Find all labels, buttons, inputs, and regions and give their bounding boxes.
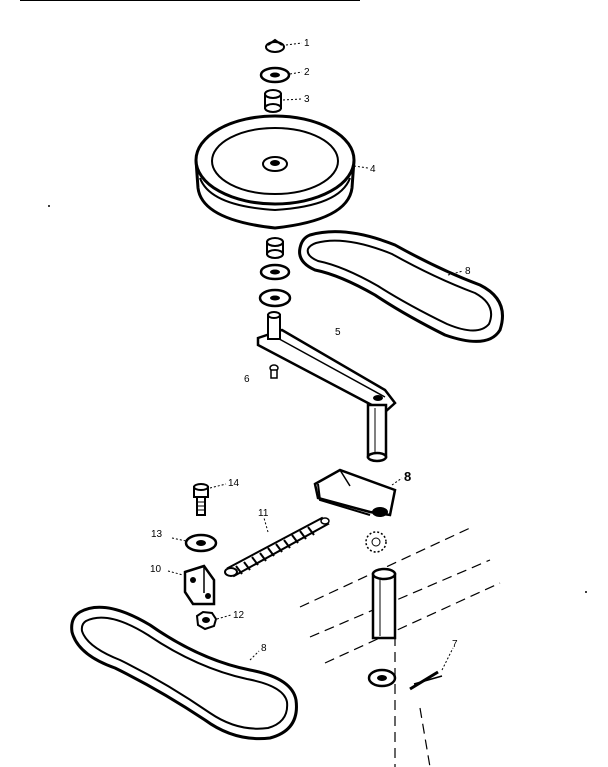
callout-8c: 8 bbox=[261, 643, 267, 654]
callout-1: 1 bbox=[304, 38, 310, 49]
part-12-nut bbox=[195, 610, 218, 631]
leader-13 bbox=[171, 537, 187, 542]
callout-14: 14 bbox=[228, 478, 240, 489]
star-washer bbox=[365, 531, 387, 553]
callout-10: 10 bbox=[150, 564, 162, 575]
part-3-bushing bbox=[264, 89, 282, 113]
leader-8b bbox=[391, 477, 403, 486]
leader-7 bbox=[441, 647, 454, 671]
callout-6: 6 bbox=[244, 374, 250, 385]
callout-8b: 8 bbox=[404, 469, 411, 484]
part-5-arm bbox=[256, 311, 397, 463]
leader-3 bbox=[282, 98, 303, 101]
part-8-bracket bbox=[313, 468, 397, 517]
leader-4 bbox=[353, 165, 369, 169]
callout-4: 4 bbox=[370, 164, 376, 175]
callout-5: 5 bbox=[335, 327, 341, 338]
leader-2 bbox=[289, 71, 303, 75]
leader-14 bbox=[209, 483, 227, 489]
lower-washer-upper bbox=[259, 263, 291, 281]
leader-11 bbox=[263, 517, 269, 533]
part-4-pulley bbox=[194, 114, 356, 230]
part-8-belt-upper bbox=[298, 230, 504, 343]
machine-frame-phantom bbox=[299, 527, 501, 767]
leader-12 bbox=[216, 614, 232, 620]
bottom-washer bbox=[367, 668, 397, 688]
part-6-set-screw bbox=[269, 364, 279, 379]
callout-7: 7 bbox=[452, 639, 458, 650]
callout-11: 11 bbox=[258, 508, 269, 519]
stray-dot bbox=[585, 591, 587, 593]
leader-8a bbox=[447, 270, 464, 276]
callout-2: 2 bbox=[304, 67, 310, 78]
callout-3: 3 bbox=[304, 94, 310, 105]
lower-bushing bbox=[266, 237, 284, 259]
callout-12: 12 bbox=[233, 610, 245, 621]
part-8-belt-lower bbox=[70, 605, 298, 741]
part-11-threaded-rod bbox=[224, 516, 330, 578]
part-1-retaining-ring bbox=[265, 38, 285, 53]
part-7-cotter-pin bbox=[409, 670, 443, 691]
part-13-washer bbox=[184, 533, 218, 553]
part-14-bolt bbox=[193, 483, 209, 516]
stray-dot bbox=[48, 205, 50, 207]
pivot-post bbox=[371, 567, 397, 640]
callout-13: 13 bbox=[151, 529, 163, 540]
leader-10 bbox=[167, 570, 184, 576]
leader-8c bbox=[249, 650, 260, 661]
callout-8a: 8 bbox=[465, 266, 471, 277]
part-10-angle-bracket bbox=[183, 564, 216, 606]
lower-washer-lower bbox=[258, 288, 292, 308]
leader-1 bbox=[285, 42, 303, 46]
part-2-washer bbox=[259, 66, 291, 84]
